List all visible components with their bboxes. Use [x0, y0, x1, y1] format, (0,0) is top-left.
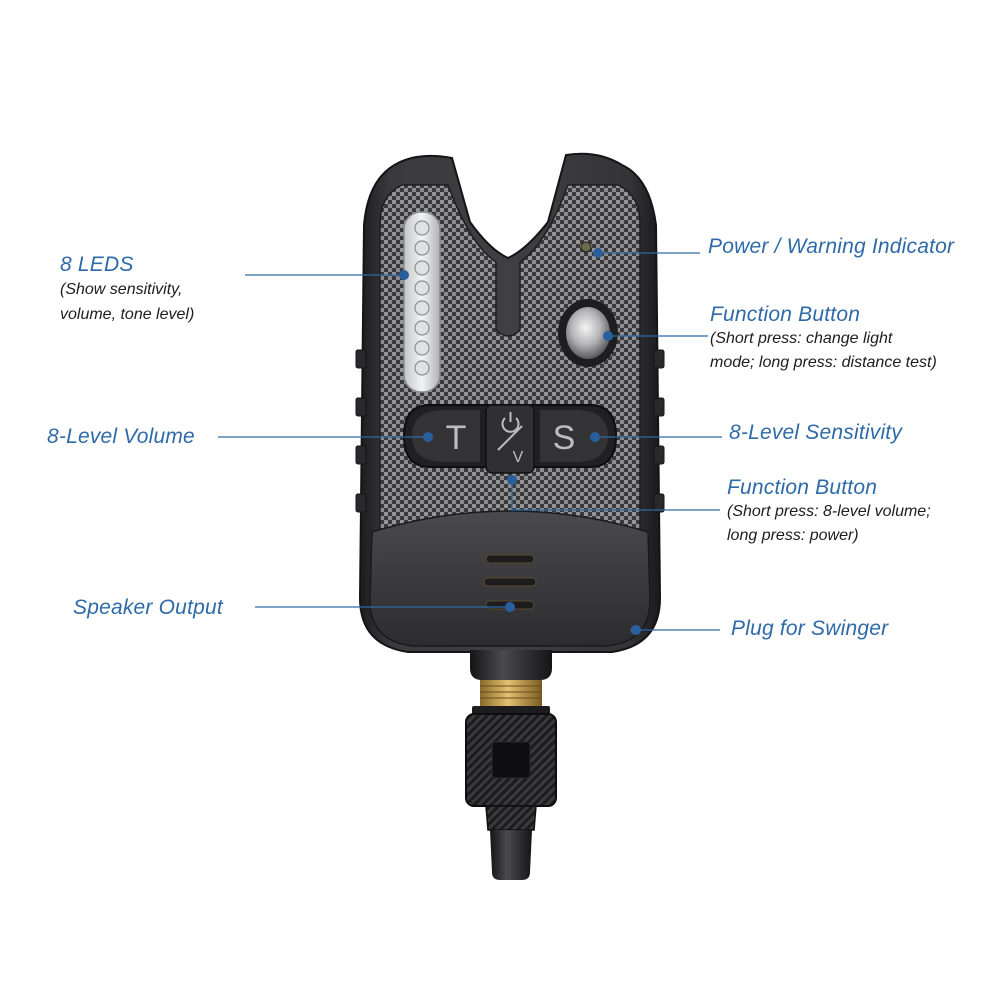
- button-t-glyph: T: [446, 419, 467, 457]
- button-t[interactable]: [412, 410, 480, 462]
- callout-line-fn2: [511, 480, 720, 511]
- callout-dot-speaker: [505, 602, 515, 612]
- callout-dot-leds: [399, 270, 409, 280]
- side-grips: [355, 349, 665, 513]
- power-indicator-led: [580, 241, 592, 253]
- button-s[interactable]: [540, 410, 608, 462]
- label-fn1-desc-2: mode; long press: distance test): [710, 354, 937, 371]
- label-fn2-desc-2: long press: power): [727, 527, 859, 544]
- button-v-glyph: V: [513, 449, 524, 466]
- label-fn1-desc-1: (Short press: change light: [710, 330, 893, 347]
- label-sensitivity-title: 8-Level Sensitivity: [729, 421, 903, 444]
- button-s-glyph: S: [553, 419, 576, 457]
- label-fn2-title: Function Button: [727, 476, 878, 499]
- callout-dot-plug: [631, 625, 641, 635]
- label-power-title: Power / Warning Indicator: [708, 235, 955, 258]
- led-4: [414, 280, 430, 296]
- label-leds-desc-1: (Show sensitivity,: [60, 281, 183, 298]
- callout-dot-fn2: [507, 475, 517, 485]
- label-function-button-1: Function Button (Short press: change lig…: [710, 303, 937, 375]
- label-volume-title: 8-Level Volume: [47, 425, 195, 448]
- label-plug-title: Plug for Swinger: [731, 617, 889, 640]
- label-fn2-desc-1: (Short press: 8-level volume;: [727, 503, 931, 520]
- label-speaker-title: Speaker Output: [73, 596, 223, 619]
- led-8: [414, 360, 430, 376]
- button-pad: [402, 404, 618, 474]
- label-leds-title: 8 LEDS: [60, 253, 134, 276]
- callout-lines: [218, 252, 722, 631]
- alarm-body: T S V: [355, 152, 665, 653]
- label-function-button-2: Function Button (Short press: 8-level vo…: [727, 476, 931, 548]
- function-button-light[interactable]: [558, 299, 618, 367]
- brass-thread: [480, 680, 542, 706]
- label-speaker: Speaker Output: [73, 596, 223, 620]
- led-3: [414, 260, 430, 276]
- label-power: Power / Warning Indicator: [708, 235, 954, 259]
- led-5: [414, 300, 430, 316]
- label-plug: Plug for Swinger: [731, 617, 888, 641]
- callout-dot-volume: [423, 432, 433, 442]
- led-1: [414, 220, 430, 236]
- callout-dots: [399, 248, 641, 635]
- label-fn1-title: Function Button: [710, 303, 861, 326]
- label-leds: 8 LEDS (Show sensitivity, volume, tone l…: [60, 253, 194, 327]
- callout-dot-fn1: [603, 331, 613, 341]
- callout-dot-sensitivity: [590, 432, 600, 442]
- label-leds-desc-2: volume, tone level): [60, 306, 195, 323]
- led-2: [414, 240, 430, 256]
- led-7: [414, 340, 430, 356]
- callout-dot-power: [593, 248, 603, 258]
- label-sensitivity: 8-Level Sensitivity: [729, 421, 902, 445]
- led-group: [414, 220, 430, 376]
- speaker-grille: [483, 554, 537, 610]
- led-6: [414, 320, 430, 336]
- label-volume: 8-Level Volume: [47, 425, 195, 449]
- power-icon: [497, 412, 523, 451]
- bank-stick-mount: [465, 650, 557, 880]
